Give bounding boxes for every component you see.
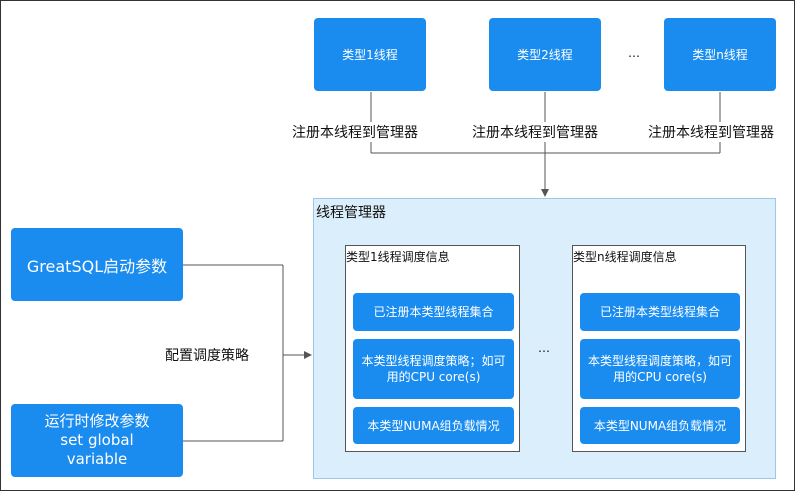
config-policy-label: 配置调度策略 xyxy=(165,348,249,364)
thread-type-2-label: 类型2线程 xyxy=(517,48,573,62)
panel-type-1: 类型1线程调度信息 已注册本类型线程集合 本类型线程调度策略；如可用的CPU c… xyxy=(345,245,520,452)
thread-type-1-label: 类型1线程 xyxy=(342,48,398,62)
panel-type-1-policy: 本类型线程调度策略；如可用的CPU core(s) xyxy=(353,339,514,399)
panel-type-n-policy: 本类型线程调度策略，如可用的CPU core(s) xyxy=(580,339,740,399)
thread-types-ellipsis: … xyxy=(628,46,640,60)
panel-type-n: 类型n线程调度信息 已注册本类型线程集合 本类型线程调度策略，如可用的CPU c… xyxy=(572,245,746,452)
register-label-n: 注册本线程到管理器 xyxy=(648,122,774,142)
thread-type-2-box: 类型2线程 xyxy=(489,18,601,91)
register-label-1: 注册本线程到管理器 xyxy=(292,122,418,142)
panel-type-1-registered: 已注册本类型线程集合 xyxy=(353,293,514,331)
thread-type-n-box: 类型n线程 xyxy=(664,18,776,91)
runtime-params-line-2: set global xyxy=(60,431,134,449)
thread-type-n-label: 类型n线程 xyxy=(692,48,748,62)
panels-ellipsis: … xyxy=(538,341,550,355)
startup-params-box: GreatSQL启动参数 xyxy=(11,228,183,301)
thread-manager-title: 线程管理器 xyxy=(316,205,386,221)
thread-manager: 线程管理器 类型1线程调度信息 已注册本类型线程集合 本类型线程调度策略；如可用… xyxy=(313,198,776,479)
panel-type-1-title: 类型1线程调度信息 xyxy=(346,250,450,264)
panel-type-n-registered: 已注册本类型线程集合 xyxy=(580,293,740,331)
runtime-params-box: 运行时修改参数 set global variable xyxy=(11,404,183,477)
runtime-params-line-1: 运行时修改参数 xyxy=(44,412,150,430)
thread-type-1-box: 类型1线程 xyxy=(314,18,426,91)
register-label-2: 注册本线程到管理器 xyxy=(472,122,598,142)
runtime-params-line-3: variable xyxy=(66,450,128,468)
panel-type-1-numa: 本类型NUMA组负载情况 xyxy=(353,407,514,444)
panel-type-n-title: 类型n线程调度信息 xyxy=(573,250,677,264)
startup-params-label: GreatSQL启动参数 xyxy=(26,256,168,276)
panel-type-n-numa: 本类型NUMA组负载情况 xyxy=(580,407,740,444)
